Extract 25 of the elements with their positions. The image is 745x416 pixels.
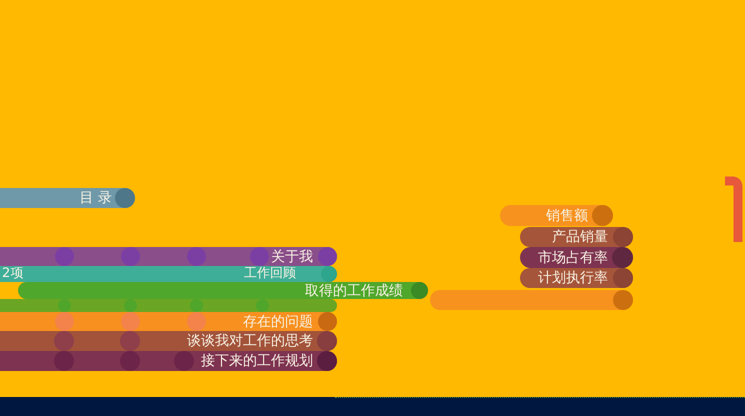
menu-item-label: 目 录 bbox=[80, 190, 112, 206]
menu-item-bar bbox=[500, 205, 613, 226]
menu-item-label: 接下来的工作规划 bbox=[201, 353, 313, 369]
menu-item-bar bbox=[0, 266, 337, 282]
heading-bar bbox=[0, 188, 135, 208]
menu-item-label: 2项 bbox=[2, 266, 24, 282]
menu-item-bar bbox=[18, 282, 428, 299]
menu-item-bar bbox=[0, 247, 337, 266]
menu-item-label: 关于我 bbox=[271, 248, 313, 264]
menu-item-bar bbox=[0, 331, 337, 351]
menu-item-label: 谈谈我对工作的思考 bbox=[187, 333, 313, 349]
menu-item-label: 市场占有率 bbox=[538, 250, 608, 266]
menu-item-label: 工作回顾 bbox=[244, 266, 296, 282]
menu-item-label: 产品销量 bbox=[552, 229, 608, 245]
menu-item-bar bbox=[0, 312, 337, 331]
menu-item-label: 销售额 bbox=[546, 208, 588, 224]
menu-item-bar bbox=[520, 227, 633, 247]
menu-item-label: 计划执行率 bbox=[538, 270, 608, 286]
empty-bar bbox=[0, 299, 337, 312]
empty-bar bbox=[430, 290, 633, 310]
menu-item-bar bbox=[520, 247, 633, 268]
menu-item-bar bbox=[520, 268, 633, 288]
menu-item-bar bbox=[0, 351, 337, 371]
menu-item-label: 存在的问题 bbox=[243, 314, 313, 330]
menu-item-label: 取得的工作成绩 bbox=[305, 282, 403, 298]
